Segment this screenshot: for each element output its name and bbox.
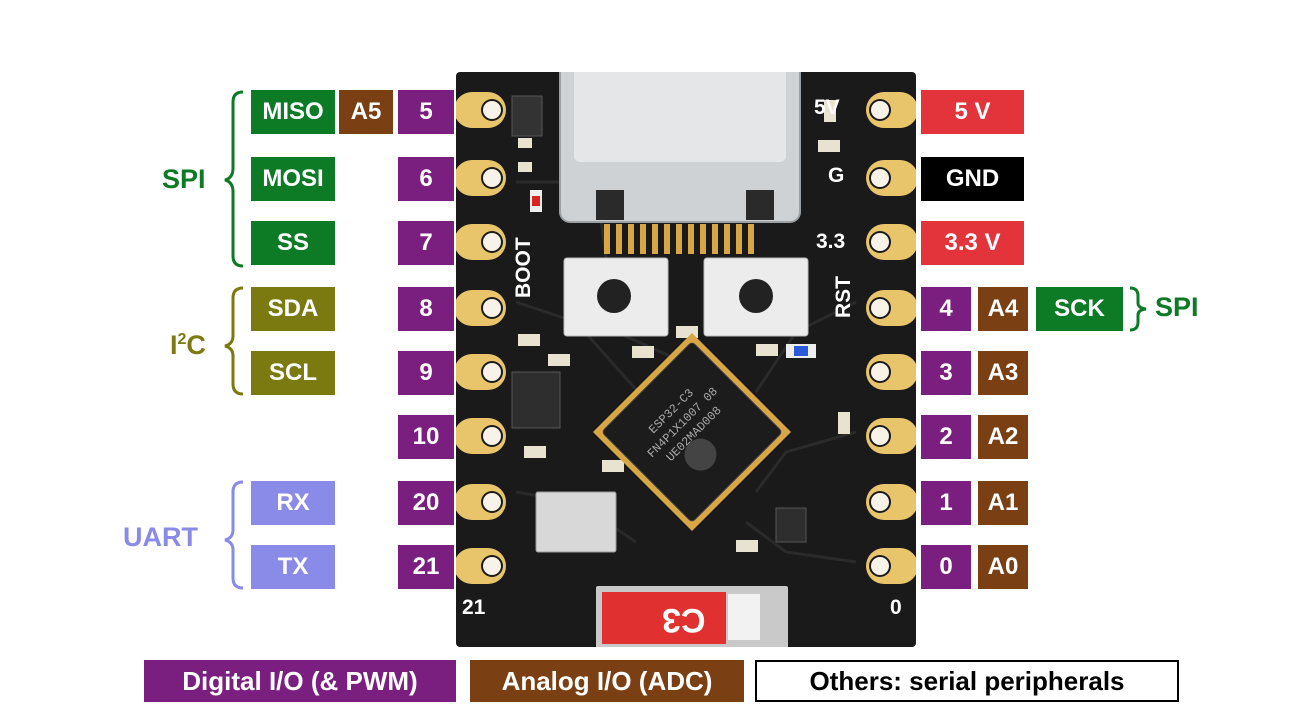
legend-digital: Digital I/O (& PWM) (144, 660, 456, 702)
analog-label-a0: A0 (978, 545, 1028, 589)
func-label-scl: SCL (251, 351, 335, 395)
spi-right-brace (1129, 286, 1147, 332)
power-label-gnd: GND (921, 157, 1024, 201)
silk-corner-21: 21 (462, 596, 486, 619)
pin-label-7: 7 (398, 221, 454, 265)
right-pads (866, 92, 918, 584)
logo-c3-text: C3 (662, 601, 706, 639)
pin-label-0: 0 (921, 545, 971, 589)
smd-components (511, 95, 850, 553)
func-label-miso: MISO (251, 90, 335, 134)
pin-label-2: 2 (921, 415, 971, 459)
analog-label-a1: A1 (978, 481, 1028, 525)
esp32-chip: ESP32-C3 FN4P1X1007 08 UE02MAD008 (593, 333, 791, 531)
func-label-sck: SCK (1036, 287, 1123, 331)
silk-3v3: 3.3 (816, 230, 846, 253)
legend-others: Others: serial peripherals (755, 660, 1179, 702)
group-label-spi-right: SPI (1155, 292, 1199, 322)
group-label-spi-left: SPI (162, 164, 206, 194)
i2c-brace (224, 286, 244, 396)
i2c-base: I (170, 330, 178, 360)
func-label-rx: RX (251, 481, 335, 525)
pin-label-21: 21 (398, 545, 454, 589)
func-label-mosi: MOSI (251, 157, 335, 201)
board-artwork: ESP32-C3 FN4P1X1007 08 UE02MAD008 (454, 15, 918, 650)
power-label-3v3: 3.3 V (921, 221, 1024, 265)
pin-label-3: 3 (921, 351, 971, 395)
i2c-tail: C (186, 330, 206, 360)
group-label-uart: UART (123, 522, 198, 552)
silk-5v: 5V (814, 96, 840, 119)
reset-button (703, 257, 809, 337)
legend-analog: Analog I/O (ADC) (470, 660, 744, 702)
left-pads (454, 92, 506, 584)
pin-label-9: 9 (398, 351, 454, 395)
silk-corner-0: 0 (890, 596, 902, 619)
silk-boot: BOOT (512, 237, 535, 298)
silk-g: G (828, 164, 845, 187)
dev-board: ESP32-C3 FN4P1X1007 08 UE02MAD008 5V G 3… (454, 15, 918, 650)
boot-button (563, 257, 669, 337)
analog-label-a4: A4 (978, 287, 1028, 331)
pin-label-10: 10 (398, 415, 454, 459)
left-group-braces (224, 90, 244, 590)
power-label-5v: 5 V (921, 90, 1024, 134)
group-label-i2c: I2C (170, 330, 206, 361)
pin-label-6: 6 (398, 157, 454, 201)
pin-label-8: 8 (398, 287, 454, 331)
c3-logo (596, 586, 788, 650)
func-label-sda: SDA (251, 287, 335, 331)
spi-brace (224, 90, 244, 268)
uart-brace (224, 480, 244, 590)
analog-label-a5: A5 (339, 90, 393, 134)
pin-label-20: 20 (398, 481, 454, 525)
i2c-superscript: 2 (177, 331, 187, 348)
func-label-tx: TX (251, 545, 335, 589)
usb-c-connector (559, 15, 801, 254)
pin-label-5: 5 (398, 90, 454, 134)
analog-label-a2: A2 (978, 415, 1028, 459)
pin-label-1: 1 (921, 481, 971, 525)
silk-rst: RST (832, 276, 855, 318)
func-label-ss: SS (251, 221, 335, 265)
analog-label-a3: A3 (978, 351, 1028, 395)
pin-label-4: 4 (921, 287, 971, 331)
